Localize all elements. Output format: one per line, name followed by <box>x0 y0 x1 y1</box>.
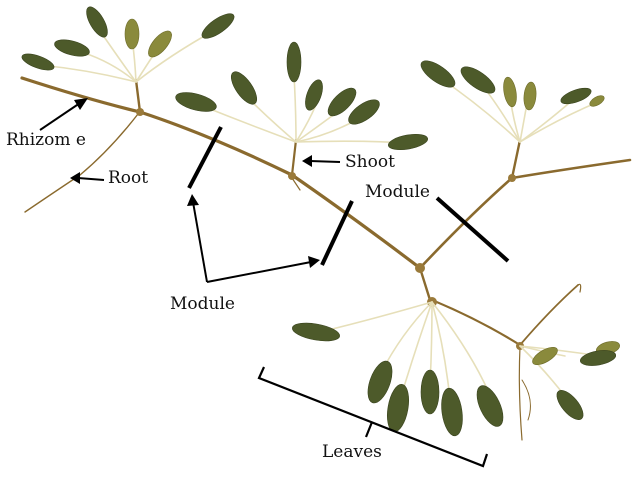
leaf-cluster-5 <box>520 284 621 424</box>
module-label-right: Module <box>365 182 430 202</box>
leaves-label: Leaves <box>322 442 382 462</box>
shoot-label: Shoot <box>345 152 395 172</box>
annotation-arrows <box>40 98 340 282</box>
rhizome-arrow <box>40 103 80 130</box>
leaf-cluster-1 <box>20 4 238 82</box>
rhizome-stem <box>22 78 630 345</box>
leaf-cluster-3 <box>417 56 606 142</box>
module-arrow-left <box>193 202 207 282</box>
module-bar-mid <box>322 201 352 265</box>
module-arrow-right <box>207 262 311 282</box>
leaf-cluster-2 <box>174 42 429 152</box>
rhizome-label: Rhizom e <box>6 130 86 150</box>
module-label-bottom: Module <box>170 294 235 314</box>
root-label: Root <box>108 168 148 188</box>
root-arrow <box>78 178 104 180</box>
module-bar-right <box>437 198 508 261</box>
shoot-arrow <box>310 161 340 162</box>
leaf-cluster-4 <box>291 302 508 437</box>
leaves-bracket-tick <box>366 422 372 437</box>
